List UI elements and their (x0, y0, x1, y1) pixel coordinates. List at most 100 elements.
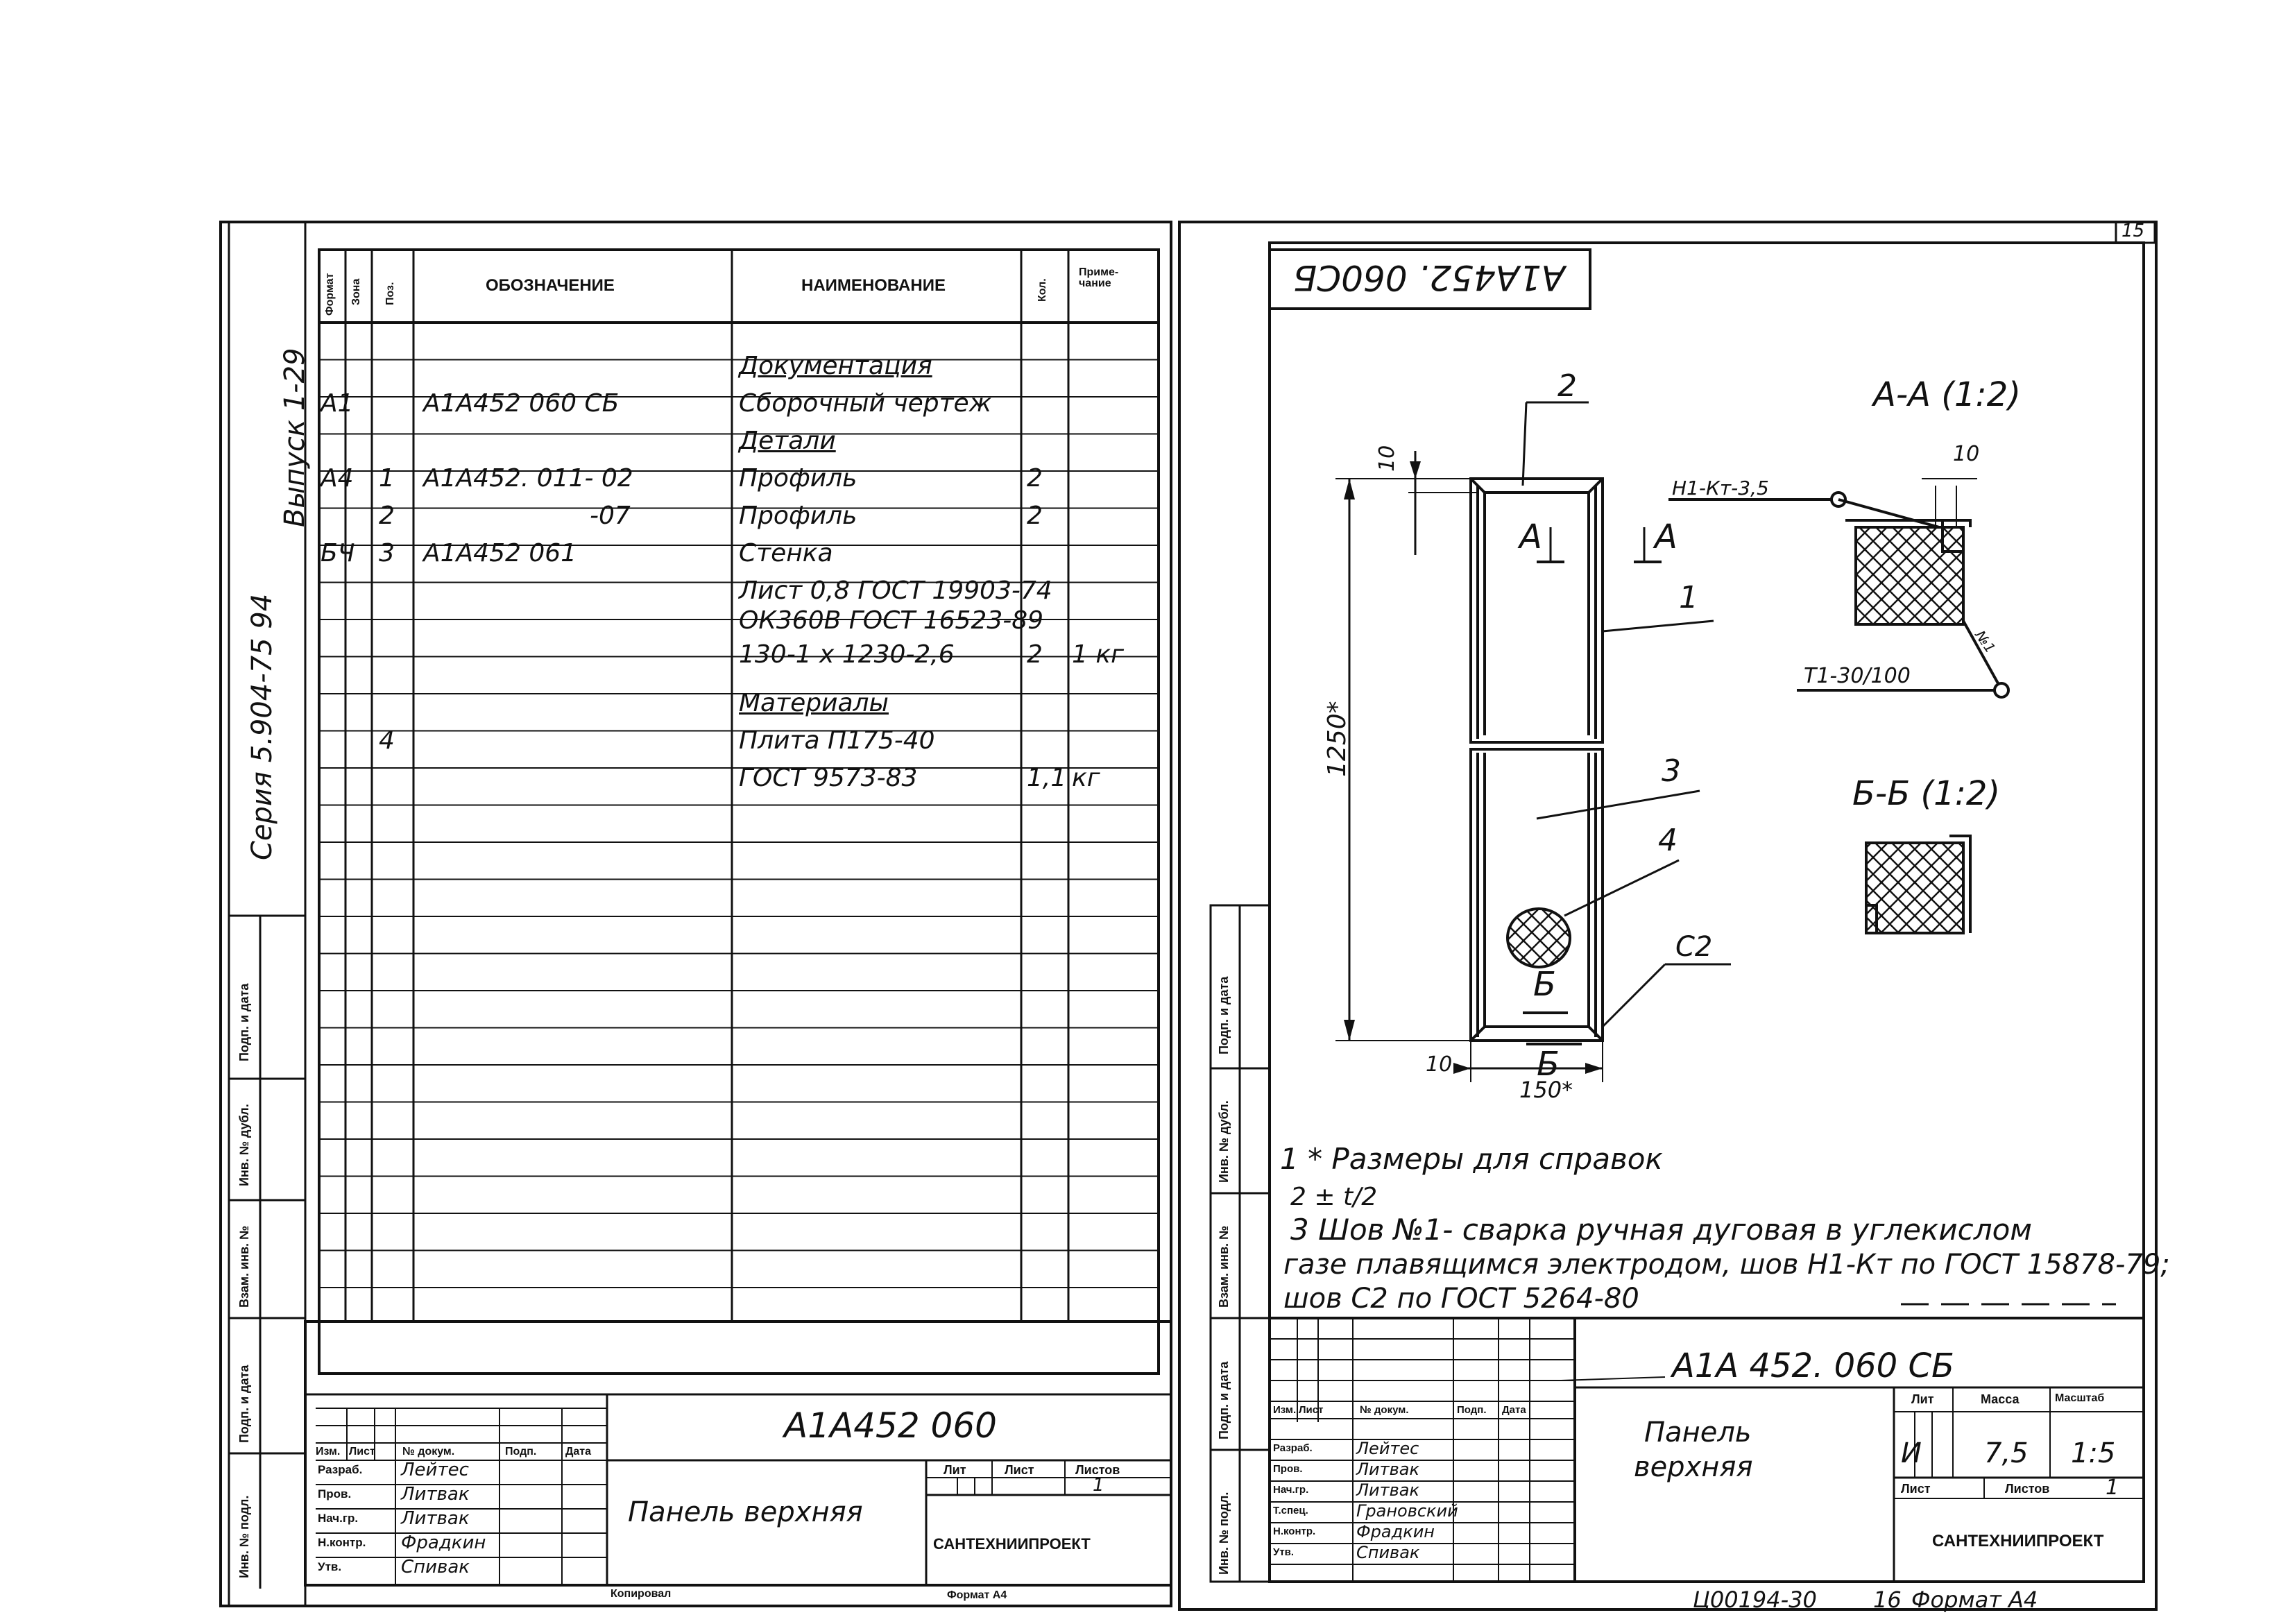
right-role-name: Литвак (1356, 1480, 1419, 1500)
right-role-name: Спивак (1356, 1543, 1420, 1562)
header-zone: Зона (350, 278, 362, 305)
spec-name: Стенка (739, 539, 833, 567)
left-hdr-izm: Изм. (316, 1446, 341, 1458)
left-side-label-4: Подп. и дата (237, 1365, 251, 1443)
left-hdr-sign: Подп. (505, 1446, 537, 1458)
right-side-label-2: Инв. № дубл. (1217, 1100, 1231, 1183)
spec-name: Сборочный чертеж (739, 389, 992, 418)
right-scale-h: Масштаб (2055, 1392, 2105, 1404)
right-hdr-izm: Изм. (1273, 1404, 1297, 1416)
section-aa-title: А-А (1:2) (1873, 375, 2021, 414)
callout-4: 4 (1658, 823, 1677, 858)
weld-label-2: Т1-30/100 (1804, 664, 1911, 688)
left-side-label-5: Инв. № подл. (237, 1495, 251, 1578)
spec-designation: А1А452 060 СБ (423, 389, 620, 418)
right-sheets-value: 1 (2106, 1476, 2119, 1500)
right-sheet-label: Лист (1901, 1482, 1931, 1496)
spec-format: А1 (321, 389, 354, 418)
right-title-2: верхняя (1634, 1451, 1753, 1483)
left-role: Пров. (318, 1487, 352, 1501)
left-doc-code: А1А452 060 (784, 1405, 997, 1446)
footer-code: Ц00194-30 (1693, 1587, 1817, 1613)
footer-format: Формат А4 (1911, 1587, 2038, 1613)
left-doc-title: Панель верхняя (628, 1496, 863, 1528)
spec-name: Материалы (739, 689, 889, 717)
left-role-name: Литвак (401, 1508, 470, 1529)
note-4: газе плавящимся электродом, шов Н1-Кт по… (1283, 1249, 2170, 1281)
spec-name: Документация (739, 352, 932, 380)
left-format: Формат А4 (947, 1589, 1007, 1601)
left-role: Нач.гр. (318, 1512, 359, 1525)
right-role: Т.спец. (1273, 1505, 1308, 1516)
dim-150: 150* (1519, 1077, 1573, 1103)
left-org: САНТЕХНИИПРОЕКТ (933, 1535, 1091, 1553)
left-sheet-label: Лист (1005, 1463, 1034, 1477)
section-mark-a-left: А (1519, 518, 1542, 556)
callout-1: 1 (1679, 580, 1698, 615)
right-role: Нач.гр. (1273, 1484, 1309, 1496)
spec-qty: 1,1 (1027, 764, 1067, 792)
spec-qty: 2 (1027, 464, 1043, 493)
callout-c2: С2 (1675, 931, 1713, 963)
spec-note: кг (1072, 764, 1100, 792)
note-1: 1 * Размеры для справок (1280, 1142, 1663, 1176)
section-mark-b-bottom: Б (1537, 1045, 1560, 1084)
left-hdr-date: Дата (565, 1446, 592, 1458)
spec-format: А4 (321, 464, 354, 493)
spec-pos: 2 (379, 502, 395, 530)
series-stamp: Серия 5.904-75 94 (246, 593, 278, 860)
right-stamp-code: А1А452. 060СБ (1292, 257, 1566, 298)
header-pos: Поз. (384, 282, 396, 305)
spec-designation: -07 (590, 502, 631, 530)
dim-10-side: 10 (1953, 442, 1980, 466)
right-role: Утв. (1273, 1546, 1295, 1558)
right-role-name: Фрадкин (1356, 1522, 1435, 1541)
right-role-name: Лейтес (1356, 1439, 1419, 1458)
spec-designation: А1А452 061 (423, 539, 577, 567)
left-role-name: Литвак (401, 1484, 470, 1505)
spec-pos: 3 (379, 539, 395, 567)
left-copied: Копировал (611, 1588, 672, 1600)
header-designation: ОБОЗНАЧЕНИЕ (486, 276, 615, 295)
spec-qty: 2 (1027, 640, 1043, 669)
spec-name: 130-1 х 1230-2,6 (739, 640, 955, 669)
right-side-label-4: Подп. и дата (1217, 1361, 1231, 1439)
spec-name: Профиль (739, 502, 857, 530)
right-lit-h: Лит (1911, 1392, 1934, 1406)
right-scale: 1:5 (2071, 1437, 2116, 1469)
header-note: Приме-чание (1079, 266, 1119, 289)
right-side-label-3: Взам. инв. № (1217, 1225, 1231, 1308)
callout-2: 2 (1557, 368, 1577, 404)
right-hdr-doc: № докум. (1360, 1404, 1409, 1416)
right-role: Н.контр. (1273, 1525, 1316, 1537)
section-bb (1865, 835, 1972, 934)
left-sheets-value: 1 (1093, 1475, 1104, 1496)
left-hdr-list: Лист (349, 1446, 375, 1458)
right-hdr-date: Дата (1502, 1404, 1526, 1416)
left-hdr-doc: № докум. (402, 1446, 455, 1458)
right-role: Пров. (1273, 1463, 1303, 1475)
right-role: Разраб. (1273, 1442, 1313, 1454)
section-mark-a-right: А (1655, 518, 1677, 556)
header-format: Формат (324, 273, 336, 316)
left-side-label-1: Подп. и дата (237, 983, 251, 1061)
left-role: Утв. (318, 1560, 342, 1573)
note-2: 2 ± t/2 (1290, 1183, 1378, 1211)
spec-name: Детали (739, 427, 836, 455)
spec-name: Плита П175-40 (739, 726, 935, 755)
left-side-label-2: Инв. № дубл. (237, 1104, 251, 1186)
right-lit: И (1901, 1437, 1922, 1469)
left-role-name: Лейтес (401, 1460, 469, 1480)
section-bb-title: Б-Б (1:2) (1852, 774, 2001, 813)
section-mark-b-top: Б (1533, 965, 1556, 1004)
dim-10-bottom: 10 (1426, 1052, 1453, 1077)
note-5: шов С2 по ГОСТ 5264-80 (1283, 1283, 1639, 1315)
right-side-label-5: Инв. № подл. (1217, 1491, 1231, 1575)
right-role-name: Литвак (1356, 1460, 1419, 1479)
left-role-name: Спивак (401, 1557, 470, 1578)
footer-num: 16 (1873, 1587, 1902, 1613)
spec-name: ГОСТ 9573-83 (739, 764, 918, 792)
right-title-1: Панель (1644, 1417, 1752, 1448)
right-role-name: Грановский (1356, 1501, 1458, 1521)
